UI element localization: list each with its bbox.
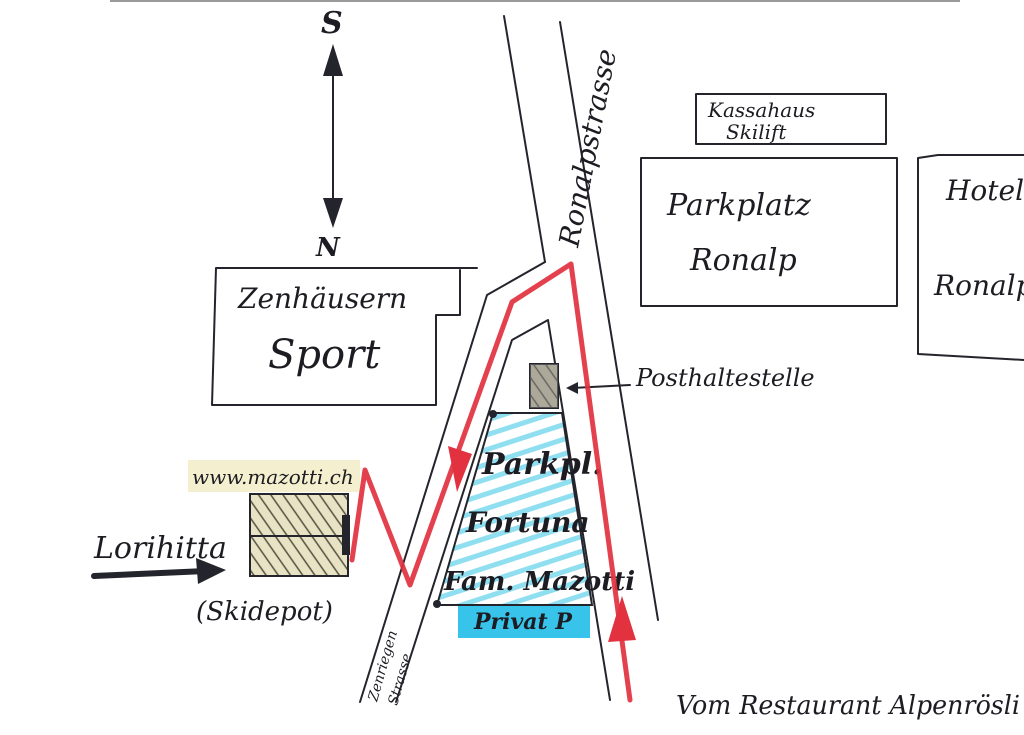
ronalp-label: Ronalp: [689, 243, 797, 278]
hotel-ronalp-box: Hotel Ronalp: [917, 154, 1024, 361]
hotel-label: Hotel: [945, 174, 1024, 207]
compass: S N: [315, 6, 343, 263]
posthaltestelle-label: Posthaltestelle: [635, 364, 815, 392]
parkpl-label: Parkpl.: [481, 447, 603, 482]
route-arrow-up-icon: [608, 596, 636, 642]
lorihitta-arrow-icon: [196, 558, 226, 584]
inner-triangle-edge: [395, 319, 611, 703]
compass-north-label: N: [315, 233, 341, 263]
kassahaus-label: Kassahaus: [707, 98, 815, 122]
route-arrow-down-icon: [448, 446, 472, 492]
fortuna-label: Fortuna: [465, 506, 590, 539]
privat-parking-badge: Privat P: [458, 606, 590, 638]
zenhaeusern-sport-box: Zenhäusern Sport: [211, 267, 478, 406]
lorihitta-pointer: Lorihitta: [91, 531, 227, 584]
skidepot-building: (Skidepot): [196, 493, 350, 627]
website-tag: www.mazotti.ch: [188, 460, 360, 492]
skidepot-label: (Skidepot): [196, 597, 333, 627]
parkplatz-fortuna-area: Parkpl. Fortuna Fam. Mazotti: [433, 410, 635, 608]
parkplatz-ronalp-box: Parkplatz Ronalp: [640, 157, 898, 307]
sport-label: Sport: [268, 332, 381, 378]
route-line: [349, 261, 633, 703]
ronalpstrasse-right-edge: [559, 21, 659, 621]
privat-p-label: Privat P: [473, 609, 573, 635]
hotel-ronalp-label: Ronalp: [933, 269, 1024, 302]
skilift-label: Skilift: [726, 120, 787, 144]
ronalpstrasse-left-edge: [503, 15, 546, 263]
compass-south-label: S: [321, 6, 343, 41]
bus-stop-arrow-icon: [566, 382, 578, 394]
ronalpstrasse-label: Ronalpstrasse: [552, 46, 623, 250]
posthaltestelle: Posthaltestelle: [529, 363, 815, 409]
compass-arrow-down-icon: [323, 198, 343, 228]
kassahaus-skilift-box: Kassahaus Skilift: [695, 93, 887, 145]
zenhaeusern-label: Zenhäusern: [237, 282, 407, 315]
parkplatz-label: Parkplatz: [666, 188, 811, 223]
website-label: www.mazotti.ch: [192, 465, 354, 489]
compass-arrow-up-icon: [323, 44, 343, 76]
red-route: [349, 261, 636, 703]
fam-mazotti-label: Fam. Mazotti: [443, 567, 635, 597]
parking-hatched-area: [435, 412, 594, 606]
vom-restaurant-label: Vom Restaurant Alpenrösli: [676, 691, 1020, 721]
lorihitta-label: Lorihitta: [93, 531, 227, 566]
